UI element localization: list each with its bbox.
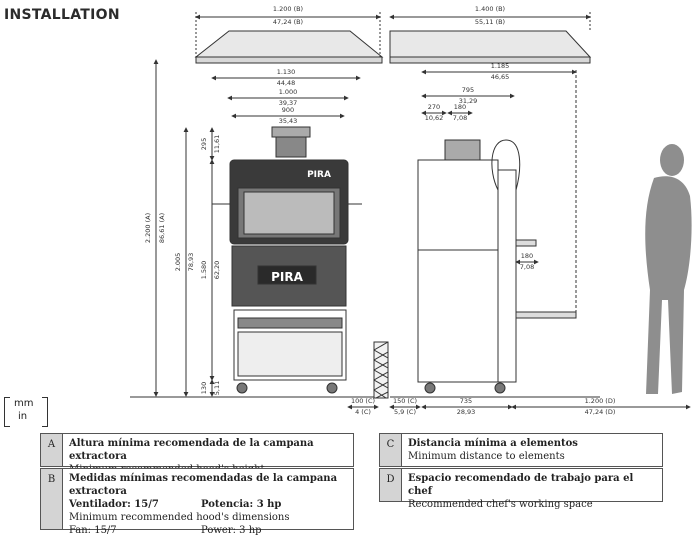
chef-silhouette	[645, 144, 692, 394]
dim-2005-mm: 2.005	[174, 253, 182, 272]
dim-hood-front-in: 47,24 (B)	[273, 18, 303, 26]
dim-270-mm: 270	[428, 103, 440, 111]
dim-180-mm: 180	[454, 103, 466, 111]
dim-180b-mm: 180	[521, 252, 533, 260]
front-oven-illustration	[212, 126, 362, 394]
legend-c-en: Minimum distance to elements	[408, 451, 565, 462]
dim-900-mm: 900	[282, 106, 294, 114]
legend-b-en: Minimum recommended hood's dimensions	[69, 512, 290, 523]
dim-1200d-in: 47,24 (D)	[585, 408, 616, 416]
page-title: INSTALLATION	[4, 7, 120, 23]
dim-270-in: 10,62	[425, 114, 444, 122]
dim-1130-in: 44,48	[277, 79, 296, 87]
legend-key-a: A	[41, 434, 63, 466]
legend-a: A Altura mínima recomendada de la campan…	[40, 433, 354, 475]
dim-1000-mm: 1.000	[279, 88, 298, 96]
dim-1580-mm: 1.580	[200, 261, 208, 280]
side-oven-illustration	[417, 70, 577, 394]
legend-d: D Espacio recomendado de trabajo para el…	[379, 468, 663, 510]
dim-2200-in: 86,61 (A)	[158, 213, 166, 243]
brand-label-top: PIRA	[307, 170, 331, 180]
legend-key-b: B	[41, 469, 63, 529]
legend-d-en: Recommended chef's working space	[408, 499, 593, 510]
legend-c-es: Distancia mínima a elementos	[408, 438, 578, 449]
wall-hatch	[373, 341, 389, 399]
legend-b-es-fan: Ventilador: 15/7	[69, 499, 159, 510]
dim-295-mm: 295	[200, 138, 208, 150]
unit-legend: mm in	[4, 397, 48, 427]
dim-295-in: 11,61	[213, 135, 221, 154]
legend-b-es-power: Potencia: 3 hp	[201, 499, 282, 510]
brand-label-front: PIRA	[271, 270, 304, 284]
legend-d-es: Espacio recomendado de trabajo para el c…	[408, 473, 634, 497]
dim-c100-in: 4 (C)	[355, 408, 371, 416]
dim-2200-mm: 2.200 (A)	[144, 213, 152, 243]
dim-795-in: 31,29	[459, 97, 478, 105]
legend-key-d: D	[380, 469, 402, 501]
dim-735-mm: 735	[460, 397, 472, 405]
dim-c150-in: 5,9 (C)	[394, 408, 416, 416]
dim-c150-mm: 150 (C)	[393, 397, 417, 405]
dim-735-in: 28,93	[457, 408, 476, 416]
dim-1185-in: 46,65	[491, 73, 510, 81]
unit-mm: mm	[14, 398, 34, 409]
dim-hood-front-mm: 1.200 (B)	[273, 5, 303, 13]
front-hood	[194, 30, 384, 64]
dim-1200d-mm: 1.200 (D)	[585, 397, 616, 405]
legend-b-en-fan: Fan: 15/7	[69, 525, 117, 536]
unit-in: in	[18, 411, 28, 422]
dim-1130-mm: 1.130	[277, 68, 296, 76]
legend-a-es: Altura mínima recomendada de la campana …	[69, 438, 314, 462]
dim-1000-in: 39,37	[279, 99, 298, 107]
dim-hood-side-in: 55,11 (B)	[475, 18, 505, 26]
dim-2005-in: 78,93	[187, 253, 195, 272]
installation-drawing: 1.200 (B) 47,24 (B) 1.400 (B) 55,11 (B) …	[130, 5, 692, 416]
dim-1185-mm: 1.185	[491, 62, 510, 70]
dim-180b-in: 7,08	[520, 263, 534, 271]
legend-b-es: Medidas mínimas recomendadas de la campa…	[69, 473, 338, 497]
dim-130-mm: 130	[200, 382, 208, 394]
dim-hood-side-mm: 1.400 (B)	[475, 5, 505, 13]
dim-130-in: 5,11	[213, 381, 221, 395]
legend-c: C Distancia mínima a elementos Minimum d…	[379, 433, 663, 467]
legend-key-c: C	[380, 434, 402, 466]
dim-795-mm: 795	[462, 86, 474, 94]
side-hood	[389, 30, 592, 64]
dim-180-in: 7,08	[453, 114, 467, 122]
dim-900-in: 35,43	[279, 117, 298, 125]
legend-b-en-power: Power: 3 hp	[201, 525, 262, 536]
legend-b: B Medidas mínimas recomendadas de la cam…	[40, 468, 354, 536]
dim-1580-in: 62,20	[213, 261, 221, 280]
dim-c100-mm: 100 (C)	[351, 397, 375, 405]
